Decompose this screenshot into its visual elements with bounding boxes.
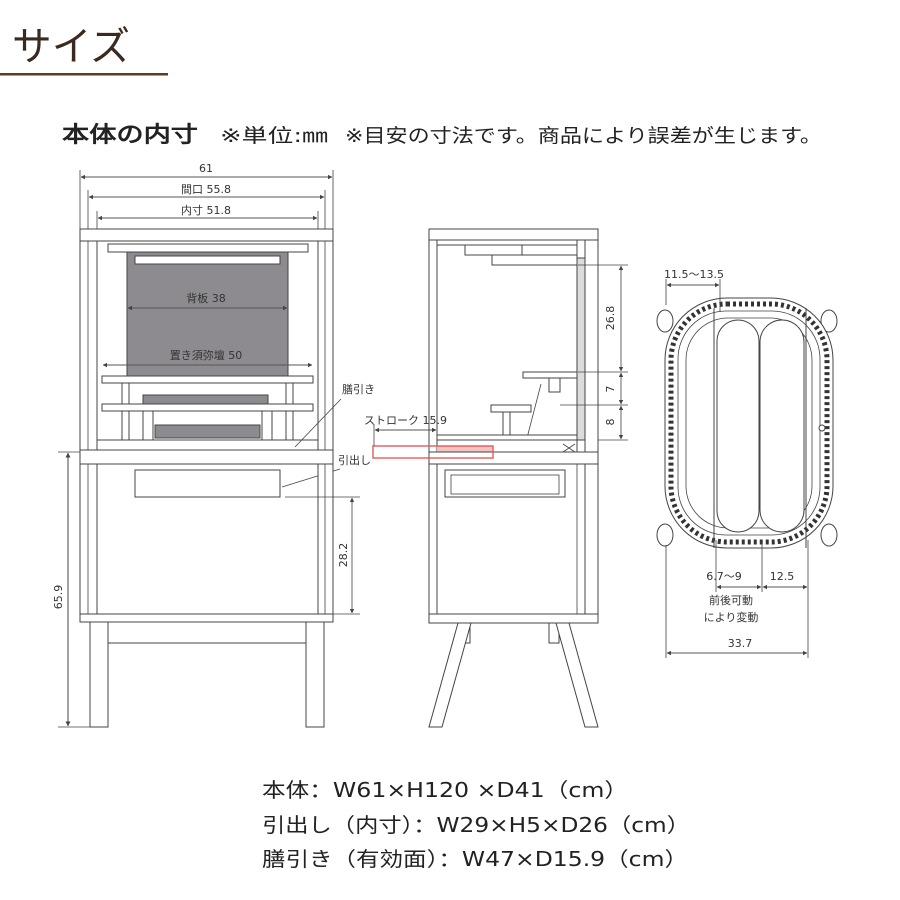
front-leg-left	[89, 621, 109, 728]
note-movable-line1: 前後可動	[709, 593, 753, 607]
dim-label-opening: 間口 55.8	[181, 183, 231, 196]
subtitle-block: 本体の内寸 ※単位:㎜ ※目安の寸法です。商品により誤差が生じます。	[62, 123, 822, 148]
side-top-bracket	[464, 244, 523, 256]
subtitle-heading: 本体の内寸	[62, 123, 198, 148]
dim-label-floor-height: 65.9	[52, 585, 65, 610]
side-upper-step	[522, 371, 578, 379]
altar-stage-top	[101, 375, 314, 384]
turntable-serrated-track	[668, 301, 830, 545]
side-lower-step	[490, 404, 532, 413]
subtitle-estimate-note: ※目安の寸法です。商品により誤差が生じます。	[345, 125, 822, 147]
side-view: ストローク 15.9 26.8 7 8	[364, 228, 628, 728]
dim-label-total-width: 61	[199, 162, 213, 175]
middle-frame	[79, 449, 334, 465]
spec-body: 本体：W61×H120 ×D41（cm）	[262, 778, 628, 802]
dim-label-offset-range: 6.7〜9	[706, 570, 742, 583]
turntable-ear	[656, 523, 674, 547]
turntable-ear	[820, 309, 838, 333]
back-panel-bar	[134, 255, 281, 265]
turntable-ear	[820, 523, 838, 547]
rail-cross-mark	[562, 443, 576, 453]
label-backdrop	[155, 348, 259, 362]
dim-label-width-range: 11.5〜13.5	[664, 268, 724, 281]
side-drawer-inner	[450, 474, 560, 495]
turntable-knob	[818, 424, 826, 432]
note-movable-line2: により変動	[704, 610, 759, 624]
top-board	[79, 228, 334, 242]
side-leg-front	[428, 622, 472, 728]
altar-stage-panel	[142, 394, 269, 405]
left-post-upper	[79, 240, 98, 451]
capsule-slot-right	[759, 319, 805, 533]
turntable-inner-ring	[677, 310, 821, 536]
label-backdrop	[174, 290, 238, 305]
dim-label-altar-base: 置き須弥壇 50	[170, 348, 243, 362]
side-top-board	[428, 228, 599, 241]
title-underline	[0, 73, 168, 76]
spec-pullout: 膳引き（有効面）：W47×D15.9（cm）	[262, 847, 688, 871]
right-post-lower	[317, 463, 334, 615]
subtitle-unit-note: ※単位:㎜	[220, 125, 328, 147]
base-slab	[79, 613, 334, 623]
label-pullout: 膳引き	[342, 382, 375, 396]
side-top-lintel	[436, 239, 578, 246]
front-leg-right	[305, 621, 325, 728]
top-view: 11.5〜13.5 6.7〜9 12.5 前後可動 により変動 33.7	[656, 268, 838, 658]
side-top-bracket	[491, 254, 578, 266]
pullout-tray-front	[96, 439, 319, 451]
dim-label-step2: 8	[604, 419, 617, 426]
side-back-frame-upper	[584, 239, 599, 453]
dim-label-offset-fixed: 12.5	[770, 570, 795, 583]
title-block: サイズ	[0, 24, 168, 76]
dim-label-stroke: ストローク 15.9	[364, 414, 447, 427]
side-drawer	[444, 469, 566, 498]
altar-stage-lower-panel	[154, 424, 261, 439]
dim-label-depth-total: 33.7	[728, 637, 753, 650]
drawer	[134, 469, 281, 498]
altar-stage-middle	[101, 403, 314, 412]
side-back-frame-lower	[584, 463, 599, 615]
left-post-lower	[79, 463, 98, 615]
side-back-panel	[576, 257, 586, 441]
side-leg-back	[555, 622, 599, 728]
pullout-extended-outline	[372, 445, 494, 459]
dim-label-lower-height: 28.2	[337, 543, 350, 568]
side-step-edge-line	[526, 383, 542, 439]
capsule-slot-left	[716, 319, 760, 533]
dim-label-inner: 内寸 51.8	[181, 203, 231, 217]
side-lower-step-leg	[502, 411, 511, 436]
inner-lintel	[107, 243, 309, 253]
side-stage-base	[436, 434, 578, 441]
spec-list: 本体：W61×H120 ×D41（cm） 引出し（内寸）：W29×H5×D26（…	[262, 778, 690, 871]
right-post-upper	[317, 240, 334, 451]
altar-stage-inner-post	[142, 410, 154, 441]
front-view: 61 間口 55.8 内寸 51.8 背板 38 置き須弥壇 50	[52, 162, 375, 728]
side-top-bracket	[521, 244, 578, 256]
side-base-slab	[428, 613, 599, 624]
page-title: サイズ	[12, 24, 130, 70]
spec-drawer: 引出し（内寸）：W29×H5×D26（cm）	[262, 813, 690, 837]
dim-label-step1: 7	[604, 386, 617, 393]
leader-line-pullout	[294, 398, 342, 448]
side-front-post-lower	[428, 463, 438, 615]
label-drawer: 引出し	[338, 453, 371, 467]
altar-stage-inner-post	[261, 410, 273, 441]
side-upper-step-support	[548, 377, 561, 393]
dim-label-back-panel: 背板 38	[186, 291, 226, 305]
turntable-ear	[656, 309, 674, 333]
dim-label-upper-height: 26.8	[604, 306, 617, 331]
